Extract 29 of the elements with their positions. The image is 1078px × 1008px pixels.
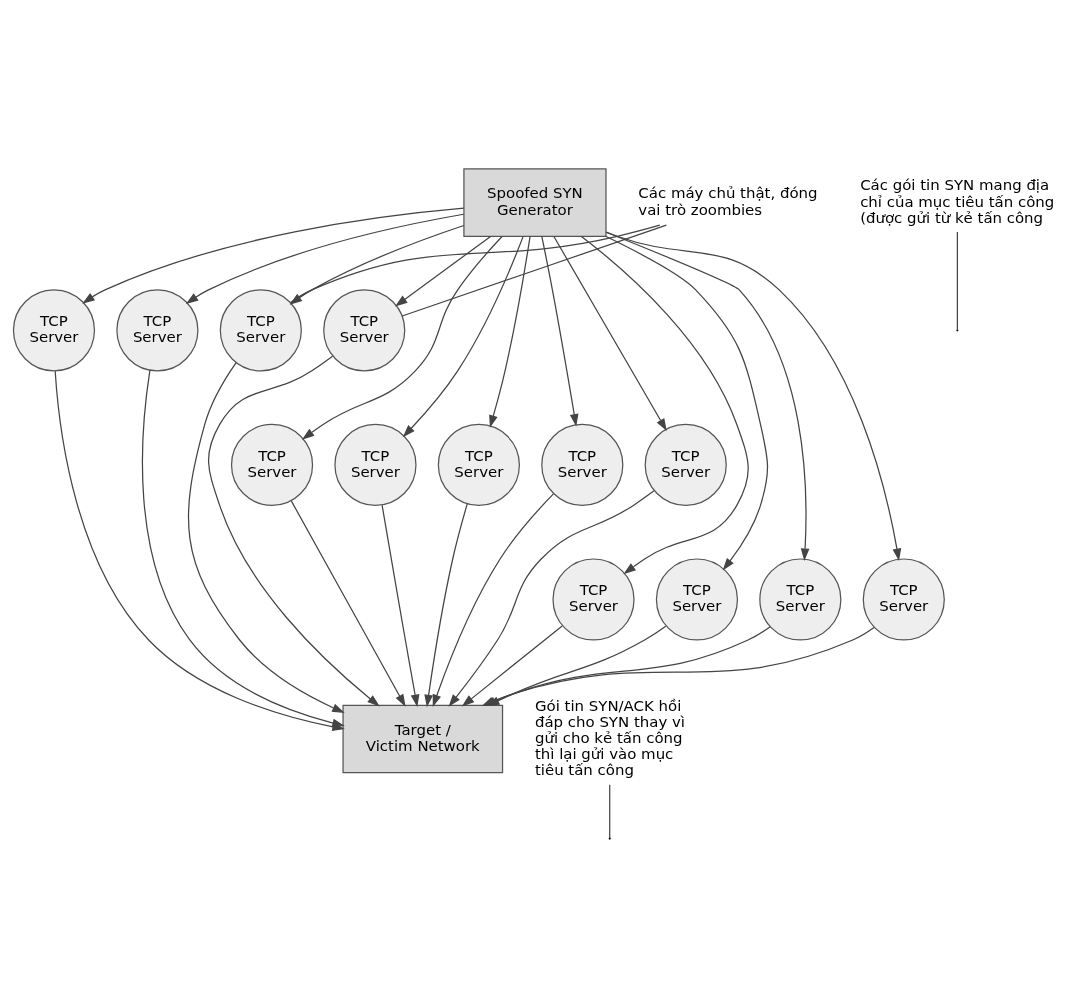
node-circle: TCP Server — [644, 423, 727, 507]
arrow — [207, 355, 380, 707]
arrow — [402, 235, 524, 438]
arrow — [141, 370, 345, 728]
arrow — [605, 235, 769, 571]
node-text: Các gói tin SYN mang địa chỉ của mục tiêu tấn công (được gửi từ kẻ tấn công — [860, 176, 1055, 227]
arrow — [395, 235, 492, 307]
arrow — [605, 231, 902, 562]
arrow — [424, 503, 468, 708]
node-text: Các máy chủ thật, đóng vai trò zoombies — [638, 184, 818, 219]
node-circle: TCP Server — [437, 423, 520, 507]
arrow — [290, 500, 406, 707]
arrow — [541, 235, 579, 427]
arrow — [553, 236, 667, 432]
arrow — [381, 504, 420, 708]
connector — [401, 224, 667, 317]
arrow — [301, 235, 503, 440]
arrow — [580, 235, 749, 575]
node-text: Gói tin SYN/ACK hồi đáp cho SYN thay vì gửi cho kẻ tấn công thì lại gửi vào mục tiêu tấn công — [534, 696, 685, 780]
connector — [956, 231, 958, 330]
node-circle: TCP Server — [862, 558, 945, 641]
arrow — [605, 231, 810, 561]
connector — [609, 784, 611, 839]
arrow — [187, 362, 345, 713]
node-box: Spoofed SYN Generator — [463, 168, 607, 237]
node-circle: TCP Server — [759, 558, 842, 641]
node-circle: TCP Server — [541, 423, 624, 507]
node-box: Target / Victim Network — [342, 704, 504, 774]
arrow — [489, 235, 531, 428]
